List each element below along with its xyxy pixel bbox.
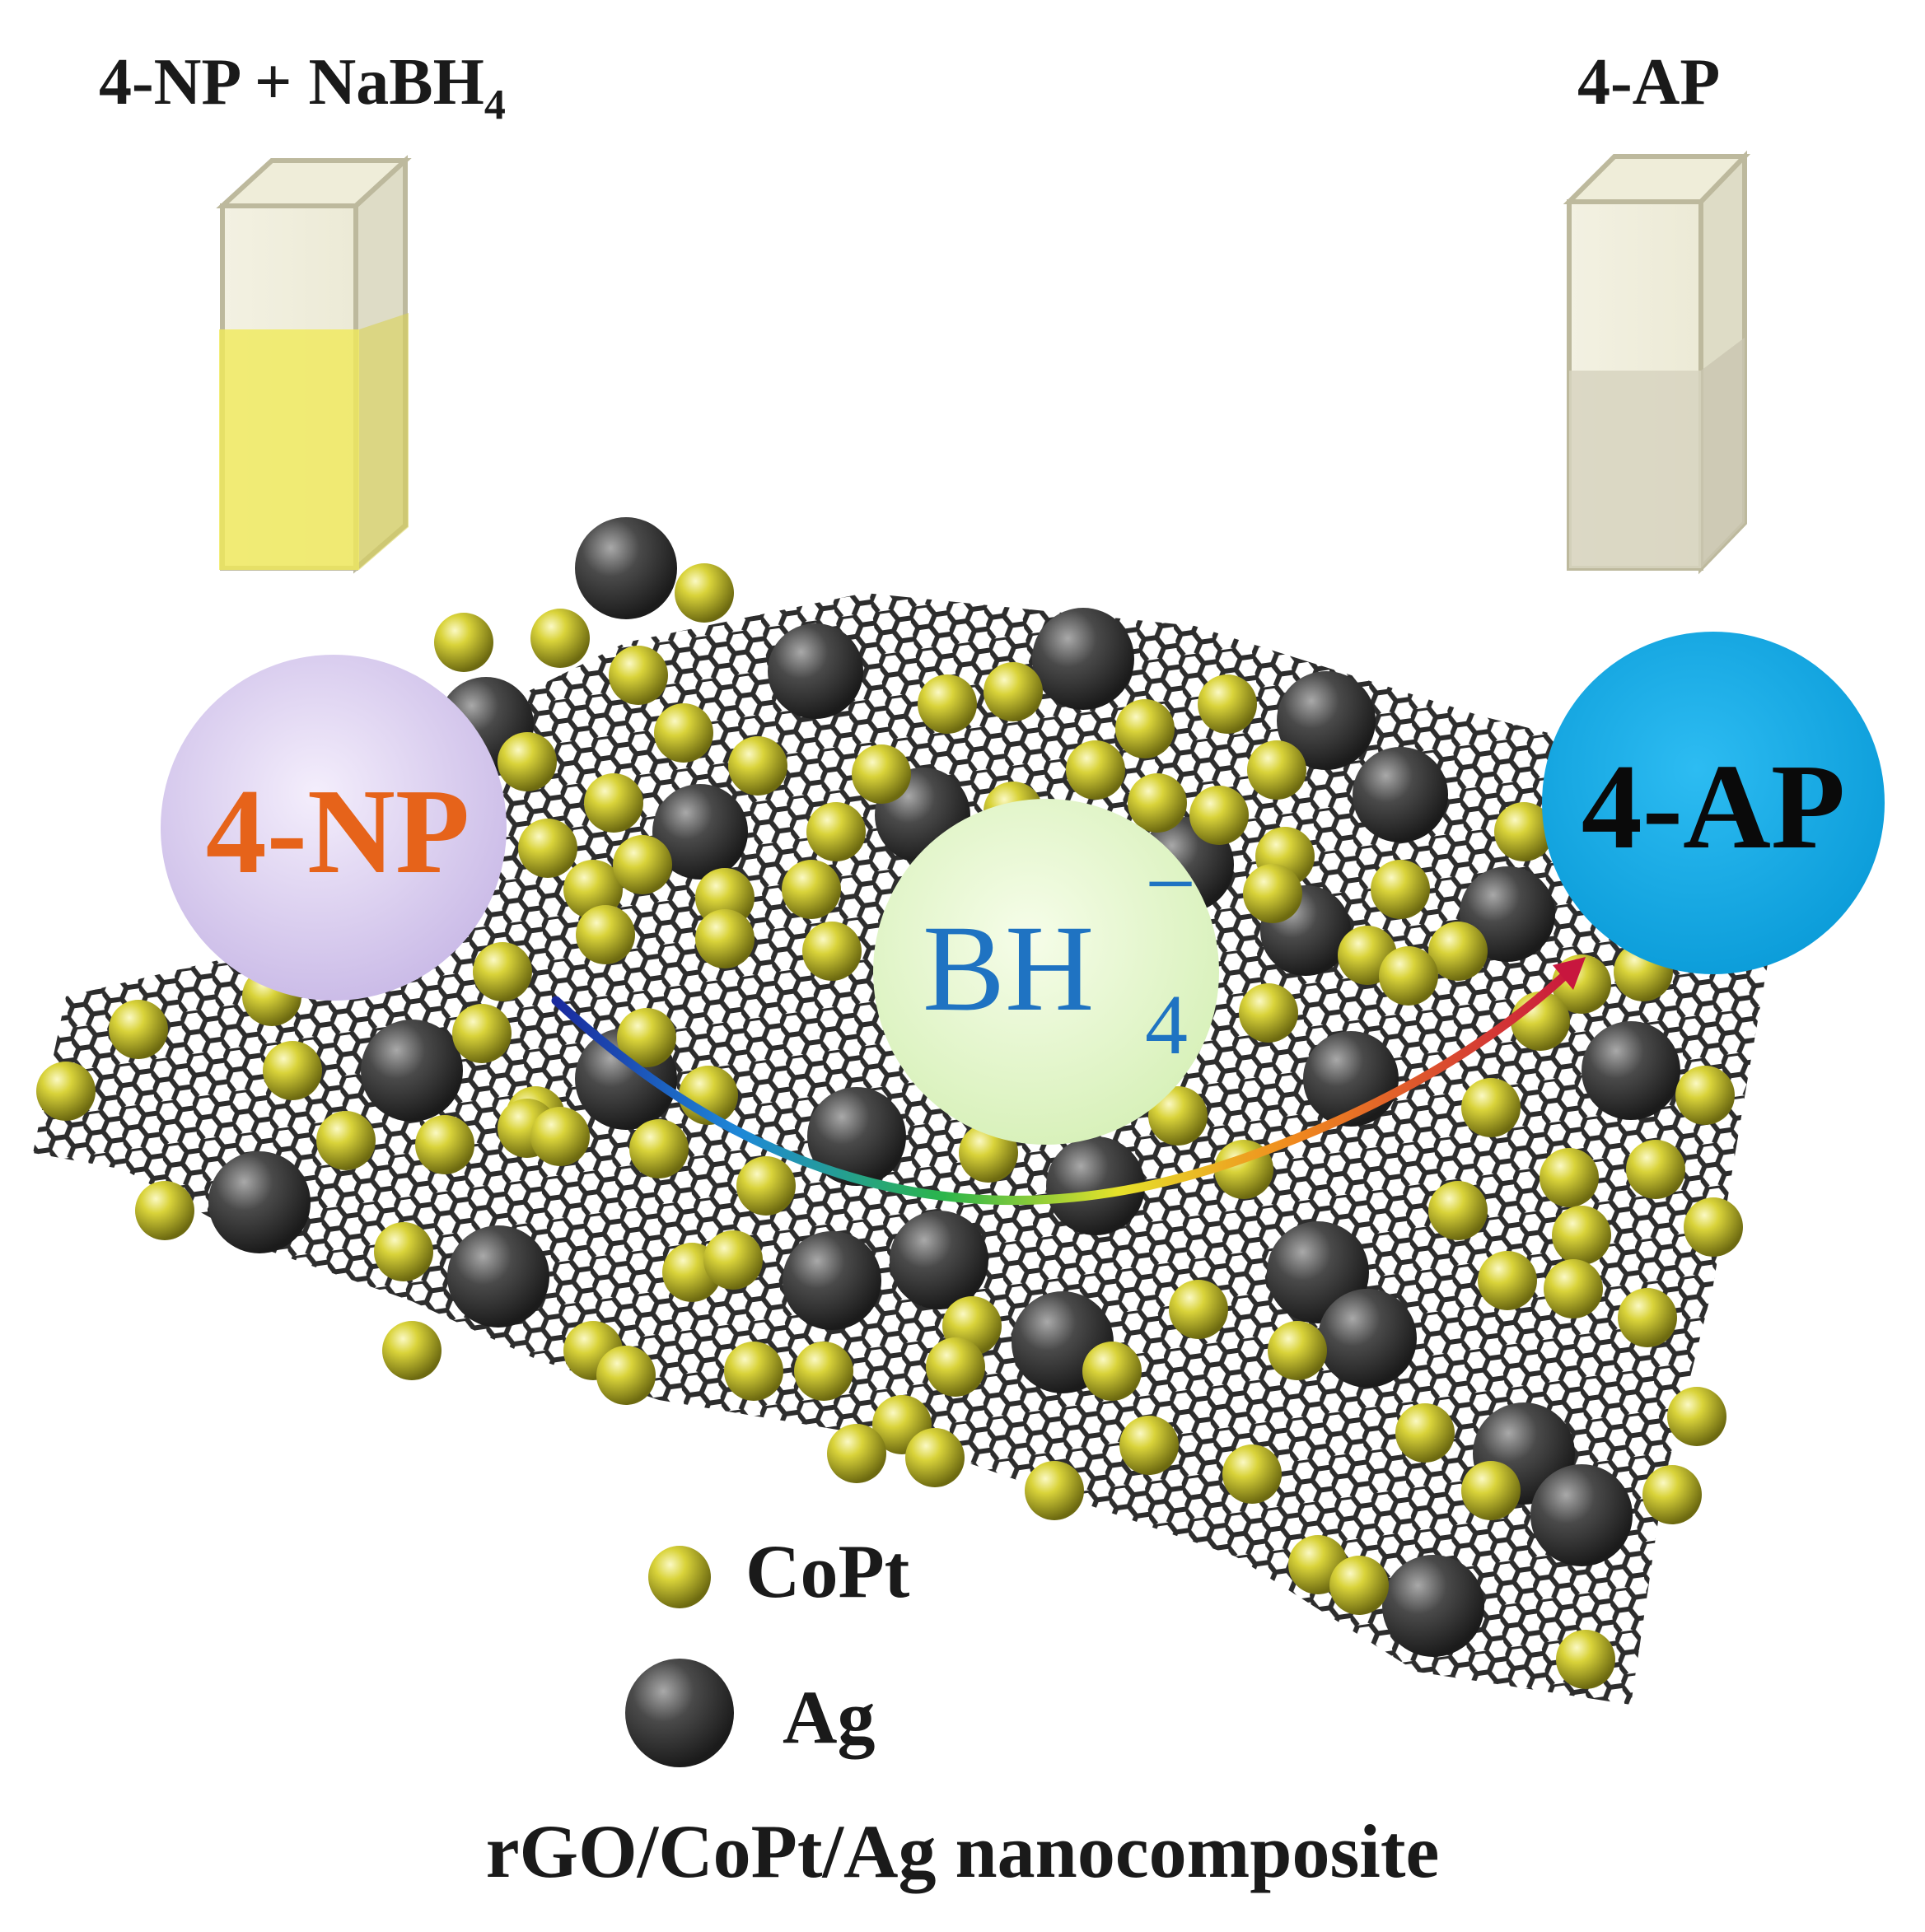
4-ap-circle-label: 4-AP (1581, 740, 1846, 875)
reaction-arrow (551, 957, 1586, 1205)
diagram-caption: rGO/CoPt/Ag nanocomposite (485, 1809, 1440, 1893)
bh4-circle-label: BH− 4 (923, 833, 1196, 1072)
reactant-label: 4-NP + NaBH4 (99, 46, 506, 128)
reactant-liquid (219, 329, 359, 570)
legend-copt-label: CoPt (745, 1529, 910, 1613)
bh4-circle (873, 799, 1219, 1145)
bh4-superscript: − (1145, 833, 1197, 934)
4-np-circle (161, 655, 507, 1001)
4-ap-circle (1542, 632, 1885, 974)
reactant-cuvette (216, 155, 412, 574)
legend-copt-marker (648, 1546, 711, 1608)
bh4-subscript: 4 (1145, 978, 1188, 1072)
reactant-label-subscript: 4 (484, 82, 506, 128)
bh4-main: BH (923, 900, 1095, 1037)
legend-ag-marker (625, 1659, 734, 1767)
legend-ag-label: Ag (783, 1675, 876, 1759)
4-np-circle-label: 4-NP (205, 764, 470, 899)
product-liquid (1569, 371, 1701, 568)
product-label: 4-AP (1577, 46, 1721, 119)
product-cuvette (1563, 150, 1751, 575)
